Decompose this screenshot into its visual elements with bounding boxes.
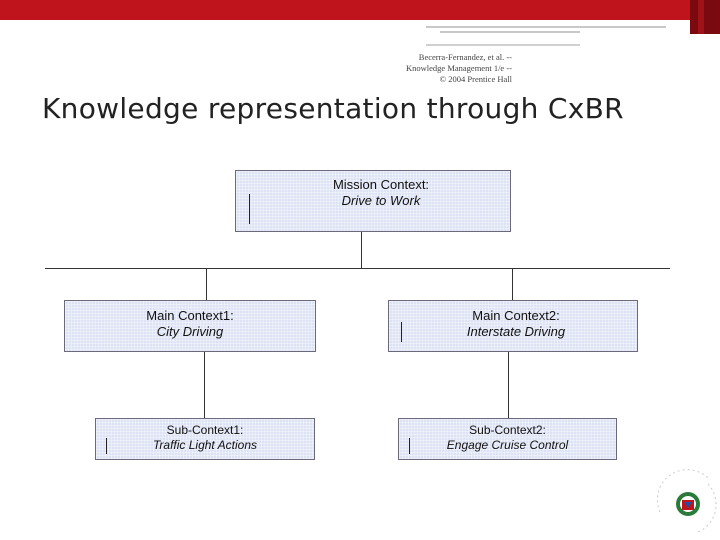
connector-mission-down	[361, 230, 362, 269]
mission-context-box: Mission Context: Drive to Work	[235, 170, 511, 232]
connector-horizontal	[45, 268, 670, 269]
citation-text: Becerra-Fernandez, et al. -- Knowledge M…	[406, 52, 512, 84]
cursor-mark	[106, 438, 107, 454]
connector-main1-sub1	[204, 350, 205, 418]
university-seal-logo	[656, 469, 717, 533]
cursor-mark	[249, 194, 250, 224]
sub-context1-box: Sub-Context1: Traffic Light Actions	[95, 418, 315, 460]
connector-main2-up	[512, 268, 513, 300]
sub-context1-value: Traffic Light Actions	[152, 438, 258, 452]
sub-context2-box: Sub-Context2: Engage Cruise Control	[398, 418, 617, 460]
header-rule-bottom	[426, 44, 580, 46]
main-context1-box: Main Context1: City Driving	[64, 300, 316, 352]
connector-main2-sub2	[508, 350, 509, 418]
sub-context1-label: Sub-Context1:	[166, 423, 244, 437]
main-context2-label: Main Context2:	[472, 308, 560, 323]
cursor-mark	[409, 438, 410, 454]
page-title: Knowledge representation through CxBR	[42, 92, 624, 125]
mission-context-value: Drive to Work	[341, 193, 421, 208]
cursor-mark	[401, 322, 402, 342]
mission-context-label: Mission Context:	[332, 177, 430, 192]
main-context2-value: Interstate Driving	[466, 324, 566, 339]
main-context2-box: Main Context2: Interstate Driving	[388, 300, 638, 352]
main-context1-value: City Driving	[156, 324, 224, 339]
sub-context2-value: Engage Cruise Control	[446, 438, 569, 452]
main-context1-label: Main Context1:	[146, 308, 234, 323]
connector-main1-up	[206, 268, 207, 300]
header-bar	[0, 0, 720, 34]
sub-context2-label: Sub-Context2:	[469, 423, 546, 437]
